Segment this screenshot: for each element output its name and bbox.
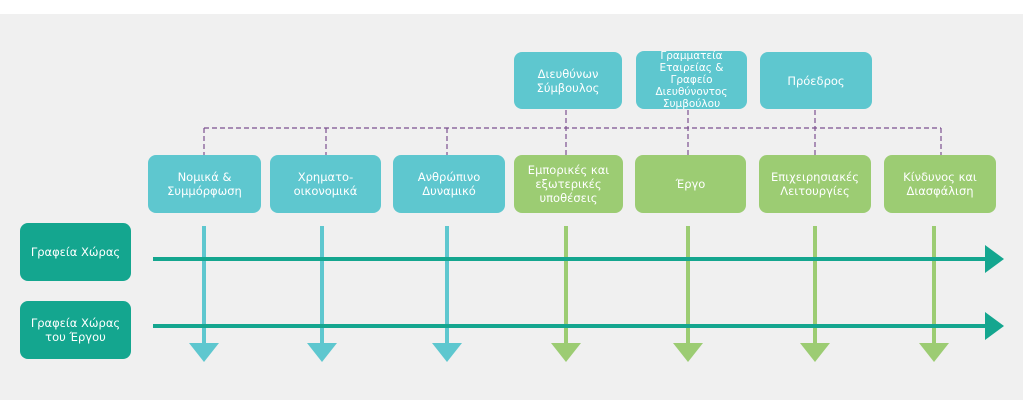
function-box-project: Έργο xyxy=(635,155,746,213)
chairman-label: Πρόεδρος xyxy=(787,73,845,88)
vertical-arrowhead-7 xyxy=(919,343,949,362)
vertical-arrowhead-4 xyxy=(551,343,581,362)
function-label-legal: Νομικά & Συμμόρφωση xyxy=(167,170,242,198)
function-label-commercial: Εμπορικές και εξωτερικές υποθέσεις xyxy=(527,163,610,205)
vertical-arrowhead-1 xyxy=(189,343,219,362)
function-label-operations: Επιχειρησιακές Λειτουργίες xyxy=(771,170,859,198)
secretariat-box: Γραμματεία Εταιρείας & Γραφείο Διευθύνον… xyxy=(636,50,747,110)
function-box-legal: Νομικά & Συμμόρφωση xyxy=(148,155,261,213)
function-box-risk: Κίνδυνος και Διασφάλιση xyxy=(884,155,996,213)
vertical-arrowhead-5 xyxy=(673,343,703,362)
function-box-operations: Επιχειρησιακές Λειτουργίες xyxy=(759,155,871,213)
ceo-box: Διευθύνων Σύμβουλος xyxy=(514,52,622,109)
vertical-arrowhead-6 xyxy=(800,343,830,362)
function-label-risk: Κίνδυνος και Διασφάλιση xyxy=(903,170,977,198)
row-box-country-offices: Γραφεία Χώρας xyxy=(20,223,131,281)
row-label-project-country-offices: Γραφεία Χώρας του Έργου xyxy=(30,316,121,344)
function-label-project: Έργο xyxy=(675,177,706,191)
function-label-hr: Ανθρώπινο Δυναμικό xyxy=(417,170,481,198)
row-label-country-offices: Γραφεία Χώρας xyxy=(30,245,121,259)
function-box-finance: Χρηματο- οικονομικά xyxy=(270,155,381,213)
horizontal-arrowhead-2 xyxy=(985,312,1004,340)
chairman-box: Πρόεδρος xyxy=(760,52,872,109)
function-label-finance: Χρηματο- οικονομικά xyxy=(293,170,358,198)
horizontal-arrowhead-1 xyxy=(985,245,1004,273)
vertical-arrowhead-3 xyxy=(432,343,462,362)
row-box-project-country-offices: Γραφεία Χώρας του Έργου xyxy=(20,301,131,359)
function-box-commercial: Εμπορικές και εξωτερικές υποθέσεις xyxy=(514,155,623,213)
secretariat-label: Γραμματεία Εταιρείας & Γραφείο Διευθύνον… xyxy=(655,50,728,110)
function-box-hr: Ανθρώπινο Δυναμικό xyxy=(393,155,505,213)
vertical-arrowhead-2 xyxy=(307,343,337,362)
ceo-label: Διευθύνων Σύμβουλος xyxy=(536,66,600,95)
